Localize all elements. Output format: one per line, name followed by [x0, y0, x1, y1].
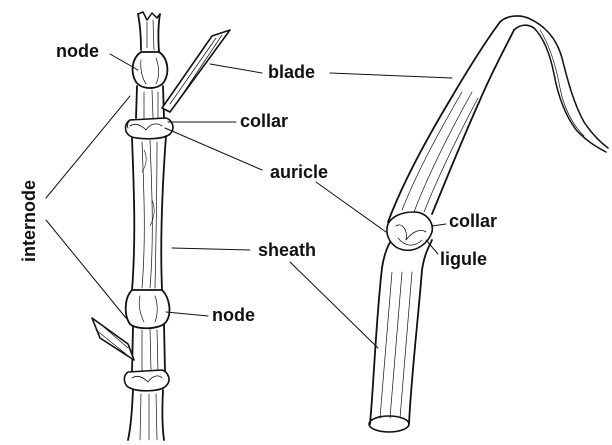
label-node-top: node [56, 42, 99, 60]
lower-node-shape [126, 290, 170, 328]
cut-end [369, 416, 409, 432]
left-stem [92, 12, 230, 440]
label-collar-right: collar [449, 212, 497, 230]
leader-lines [46, 54, 452, 348]
label-collar-left: collar [240, 112, 288, 130]
right-collar-shape [387, 212, 432, 250]
label-auricle: auricle [270, 163, 328, 181]
label-node-bottom: node [212, 306, 255, 324]
label-blade: blade [268, 63, 315, 81]
upper-leaf-blade [162, 30, 230, 112]
label-sheath: sheath [258, 241, 316, 259]
lower-leaf-stub [92, 318, 134, 360]
label-ligule: ligule [440, 250, 487, 268]
label-internode: internode [20, 180, 38, 262]
